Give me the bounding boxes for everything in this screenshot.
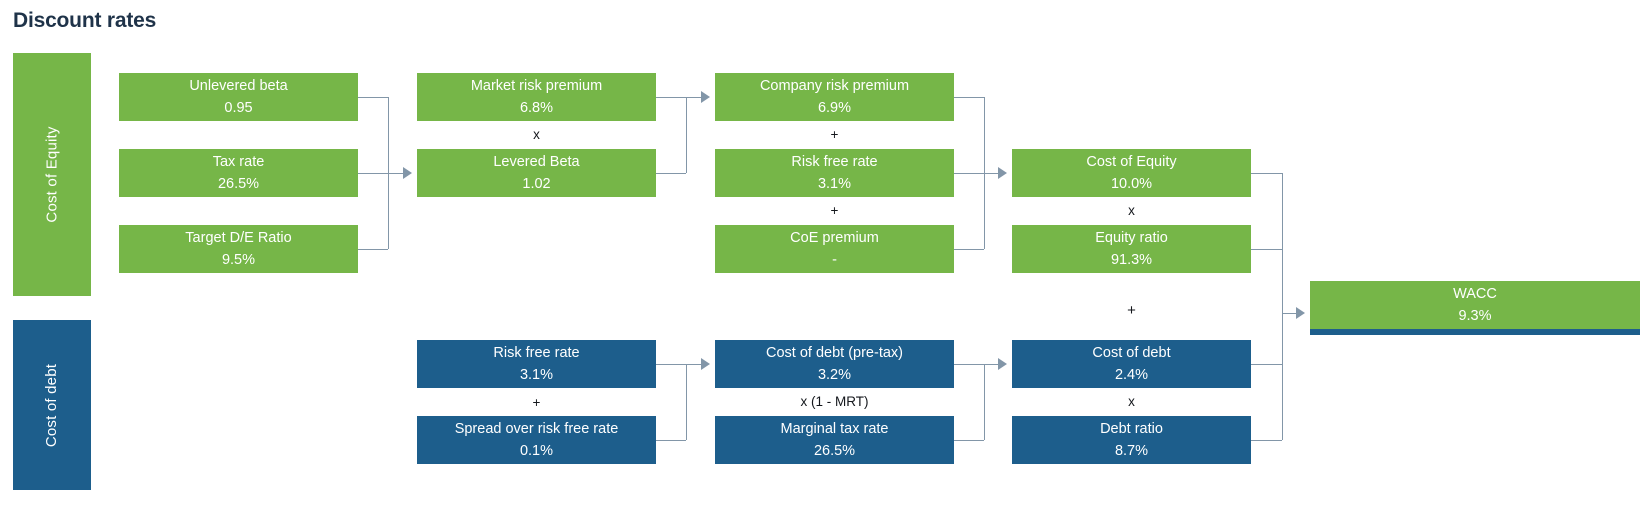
box-coe-premium[interactable]: CoE premium - — [715, 225, 954, 273]
box-label: WACC — [1453, 285, 1497, 302]
box-debt-ratio[interactable]: Debt ratio 8.7% — [1012, 416, 1251, 464]
connector-line — [954, 364, 984, 365]
connector-line — [954, 173, 1000, 174]
box-levered-beta[interactable]: Levered Beta 1.02 — [417, 149, 656, 197]
box-value: 8.7% — [1114, 442, 1149, 459]
connector-line — [954, 97, 984, 98]
box-value: 0.95 — [224, 99, 253, 116]
box-unlevered-beta[interactable]: Unlevered beta 0.95 — [119, 73, 358, 121]
connector-line — [1251, 249, 1282, 250]
connector-line — [1251, 364, 1282, 365]
box-value: 1.02 — [522, 175, 551, 192]
box-label: Levered Beta — [493, 153, 580, 170]
box-risk-free-rate-equity[interactable]: Risk free rate 3.1% — [715, 149, 954, 197]
box-value: 3.2% — [817, 366, 852, 383]
box-label: Risk free rate — [791, 153, 878, 170]
box-label: Spread over risk free rate — [454, 420, 619, 437]
box-tax-rate[interactable]: Tax rate 26.5% — [119, 149, 358, 197]
connector-line — [1282, 173, 1283, 440]
operator-plus: + — [532, 395, 541, 410]
box-value: 0.1% — [519, 442, 554, 459]
connector-line — [358, 97, 388, 98]
operator-multiply: x — [533, 127, 540, 142]
connector-line — [656, 364, 686, 365]
box-label: Cost of debt (pre-tax) — [766, 344, 903, 361]
connector-line — [984, 364, 1000, 365]
operator-plus: + — [830, 203, 839, 218]
connector-arrow — [403, 167, 412, 179]
box-label: Cost of debt — [1092, 344, 1171, 361]
box-cost-of-debt[interactable]: Cost of debt 2.4% — [1012, 340, 1251, 388]
band-cost-of-debt-label: Cost of debt — [43, 363, 61, 447]
operator-after-tax: x (1 - MRT) — [800, 394, 869, 409]
box-label: Risk free rate — [493, 344, 580, 361]
box-value: 9.5% — [221, 251, 256, 268]
box-label: Unlevered beta — [189, 77, 288, 94]
box-label: Market risk premium — [470, 77, 603, 94]
operator-plus: + — [830, 127, 839, 142]
connector-line — [1282, 313, 1298, 314]
box-value: 3.1% — [519, 366, 554, 383]
box-wacc[interactable]: WACC 9.3% — [1310, 281, 1640, 335]
box-value: 26.5% — [217, 175, 260, 192]
box-value: 91.3% — [1110, 251, 1153, 268]
operator-multiply: x — [1128, 203, 1135, 218]
box-value: 9.3% — [1458, 307, 1492, 324]
box-company-risk-premium[interactable]: Company risk premium 6.9% — [715, 73, 954, 121]
connector-line — [954, 440, 984, 441]
box-value: - — [832, 251, 837, 268]
connector-line — [1251, 440, 1282, 441]
band-cost-of-equity-label: Cost of Equity — [43, 126, 61, 223]
box-marginal-tax-rate[interactable]: Marginal tax rate 26.5% — [715, 416, 954, 464]
box-target-de-ratio[interactable]: Target D/E Ratio 9.5% — [119, 225, 358, 273]
connector-line — [686, 97, 687, 173]
connector-line — [656, 440, 686, 441]
connector-line — [1251, 173, 1282, 174]
box-cost-of-equity[interactable]: Cost of Equity 10.0% — [1012, 149, 1251, 197]
box-cost-of-debt-pretax[interactable]: Cost of debt (pre-tax) 3.2% — [715, 340, 954, 388]
connector-arrow — [701, 358, 710, 370]
box-label: Company risk premium — [759, 77, 910, 94]
operator-plus-wacc: + — [1127, 302, 1136, 319]
operator-multiply: x — [1128, 394, 1135, 409]
box-value: 2.4% — [1114, 366, 1149, 383]
connector-line — [686, 364, 703, 365]
box-label: Marginal tax rate — [780, 420, 889, 437]
box-label: CoE premium — [790, 229, 879, 246]
connector-line — [656, 97, 686, 98]
box-equity-ratio[interactable]: Equity ratio 91.3% — [1012, 225, 1251, 273]
box-value: 3.1% — [817, 175, 852, 192]
box-risk-free-rate-debt[interactable]: Risk free rate 3.1% — [417, 340, 656, 388]
connector-line — [984, 364, 985, 440]
band-cost-of-equity: Cost of Equity — [13, 53, 91, 296]
box-value: 6.8% — [519, 99, 554, 116]
box-label: Tax rate — [212, 153, 265, 170]
box-label: Equity ratio — [1095, 229, 1168, 246]
connector-arrow — [998, 358, 1007, 370]
box-label: Cost of Equity — [1086, 153, 1177, 170]
connector-arrow — [998, 167, 1007, 179]
box-value: 6.9% — [817, 99, 852, 116]
box-market-risk-premium[interactable]: Market risk premium 6.8% — [417, 73, 656, 121]
connector-line — [686, 364, 687, 440]
connector-line — [686, 97, 703, 98]
box-spread-over-risk-free-rate[interactable]: Spread over risk free rate 0.1% — [417, 416, 656, 464]
connector-line — [656, 173, 686, 174]
box-label: Debt ratio — [1100, 420, 1163, 437]
box-value: 10.0% — [1110, 175, 1153, 192]
box-value: 26.5% — [813, 442, 856, 459]
band-cost-of-debt: Cost of debt — [13, 320, 91, 490]
connector-arrow — [1296, 307, 1305, 319]
connector-line — [954, 249, 984, 250]
connector-arrow — [701, 91, 710, 103]
box-label: Target D/E Ratio — [185, 229, 292, 246]
connector-line — [358, 249, 388, 250]
connector-line — [358, 173, 405, 174]
page-title: Discount rates — [13, 9, 157, 32]
